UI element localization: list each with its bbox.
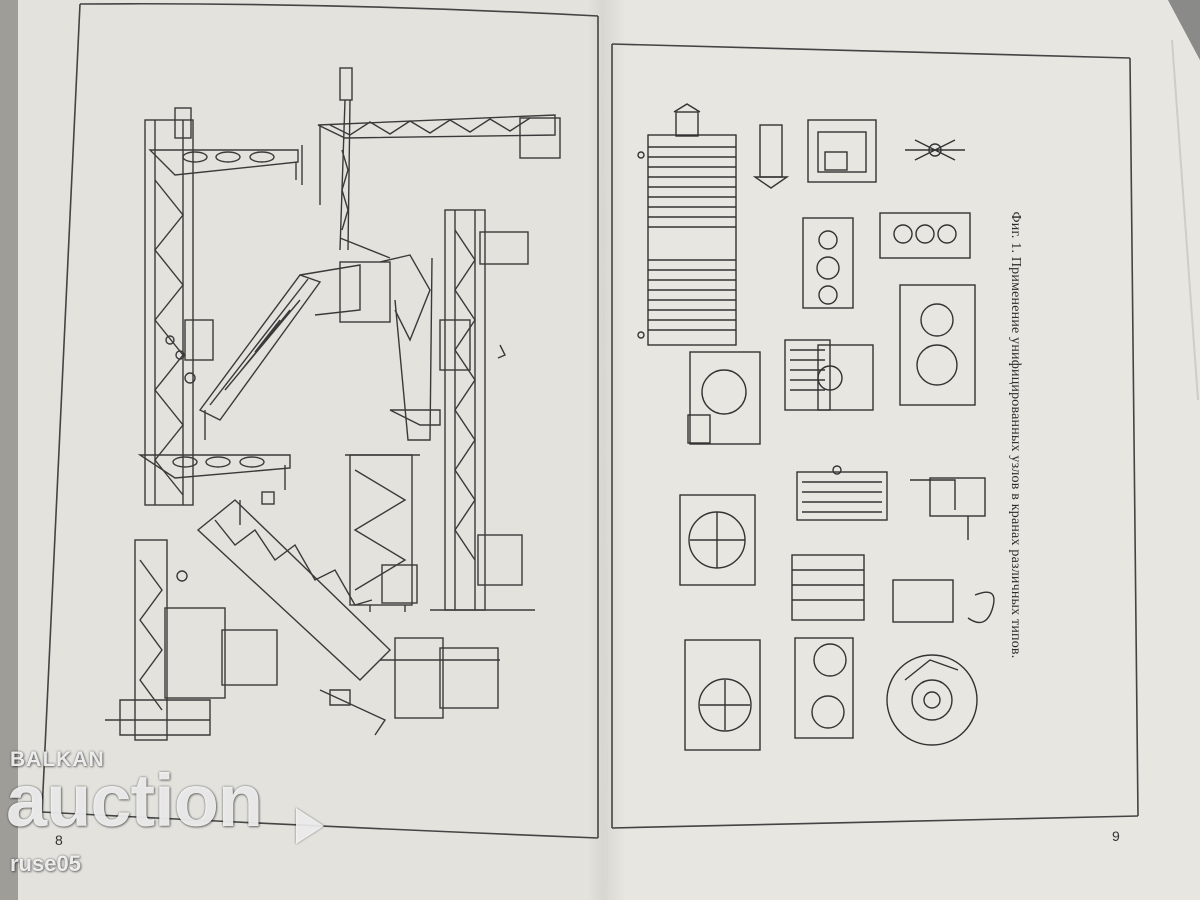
wheel-icon — [679, 494, 995, 624]
motor-icon — [807, 119, 877, 183]
pulley-icon — [905, 139, 965, 161]
right-page-number: 9 — [1112, 828, 1120, 844]
watermark-user: ruse05 — [10, 851, 81, 876]
watermark-title: auction — [6, 759, 263, 842]
drum-icon — [637, 103, 737, 346]
motor-icon — [687, 339, 874, 445]
gutter-shadow — [585, 0, 625, 900]
crane-drawing — [430, 209, 535, 611]
play-icon — [296, 808, 324, 844]
right-page — [603, 0, 1200, 900]
pulley-icon — [796, 465, 986, 540]
crane-drawing — [196, 491, 500, 736]
hook-icon — [752, 124, 790, 189]
crane-drawing — [105, 539, 278, 741]
left-page-number: 8 — [55, 832, 63, 848]
wheel-icon — [684, 637, 978, 751]
gear-icon — [802, 212, 976, 406]
right-page-frame — [611, 43, 1139, 829]
left-page — [0, 0, 608, 900]
crane-drawing — [137, 107, 299, 506]
watermark-brand: BALKAN — [10, 748, 105, 771]
crane-drawing — [198, 237, 441, 441]
crane-drawing — [345, 454, 420, 612]
figure-caption: Фиг. 1. Применение унифицированных узлов… — [1008, 211, 1023, 659]
crane-drawing — [301, 67, 561, 251]
